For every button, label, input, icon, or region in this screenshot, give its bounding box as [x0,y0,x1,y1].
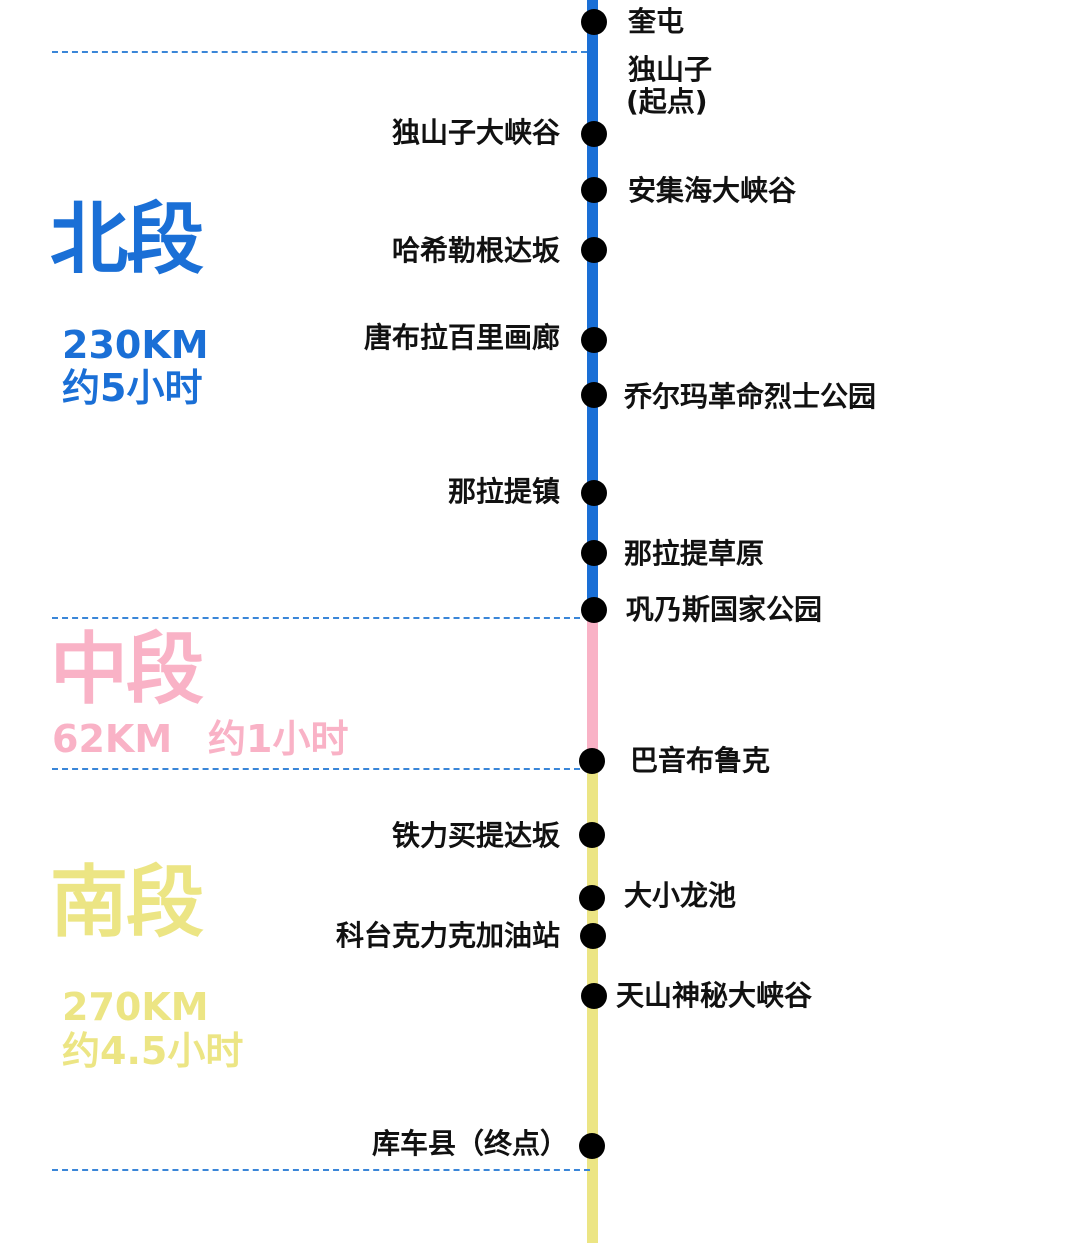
stop-dot-dushanzi-canyon [581,121,607,147]
segment-title-middle: 中段 [50,625,204,715]
stop-dot-haxilegen-pass [581,237,607,263]
segment-title-south: 南段 [50,858,204,948]
stop-dot-qiaoerma-park [581,382,607,408]
stop-dot-daxiao-longchi [579,885,605,911]
divider-bottom [52,1169,590,1171]
stop-label-bayanbulak: 巴音布鲁克 [630,744,771,777]
stop-label-dushanzi-canyon: 独山子大峡谷 [391,116,560,149]
stop-label-tianshan-canyon: 天山神秘大峡谷 [616,979,813,1012]
stop-label-nalati-grassland: 那拉提草原 [624,537,765,570]
divider-north-middle [52,617,580,619]
stop-dot-kuitun [581,9,607,35]
stop-dot-bayanbulak [579,748,605,774]
stop-label-daxiao-longchi: 大小龙池 [624,879,737,912]
segment-distance-south: 270KM [62,985,209,1029]
stop-label-dushanzi-start: (起点) [626,85,708,118]
stop-dot-nalati-town [581,480,607,506]
stop-dot-tielimaiti-pass [579,822,605,848]
stop-label-ketaike-station: 科台克力克加油站 [335,919,560,952]
stop-dot-gongnaisi-park [581,597,607,623]
stop-label-kuitun: 奎屯 [628,5,685,38]
segment-distance-north: 230KM [62,323,209,367]
segment-duration-middle: 约1小时 [208,717,349,761]
stop-dot-tianshan-canyon [581,983,607,1009]
stop-dot-anjihai-canyon [581,177,607,203]
stop-label-anjihai-canyon: 安集海大峡谷 [628,174,797,207]
divider-top [52,51,587,53]
route-line-middle [587,610,598,762]
stop-dot-nalati-grassland [581,540,607,566]
stop-label-kuche-end: 库车县（终点） [371,1127,568,1160]
stop-label-dushanzi: 独山子 [628,53,713,86]
stop-label-nalati-town: 那拉提镇 [447,475,560,508]
stop-label-tangbula-gallery: 唐布拉百里画廊 [363,321,560,354]
stop-label-haxilegen-pass: 哈希勒根达坂 [391,234,560,267]
segment-duration-north: 约5小时 [62,366,203,410]
stop-label-gongnaisi-park: 巩乃斯国家公园 [626,593,823,626]
segment-duration-south: 约4.5小时 [62,1029,244,1073]
segment-title-north: 北段 [50,195,204,285]
stop-label-qiaoerma-park: 乔尔玛革命烈士公园 [624,380,877,413]
stop-dot-ketaike-station [580,923,606,949]
stop-dot-kuche-end [579,1133,605,1159]
route-line-north [587,0,598,610]
stop-label-tielimaiti-pass: 铁力买提达坂 [391,819,560,852]
stop-dot-tangbula-gallery [581,327,607,353]
divider-middle-south [52,768,580,770]
segment-distance-middle: 62KM [52,717,173,761]
